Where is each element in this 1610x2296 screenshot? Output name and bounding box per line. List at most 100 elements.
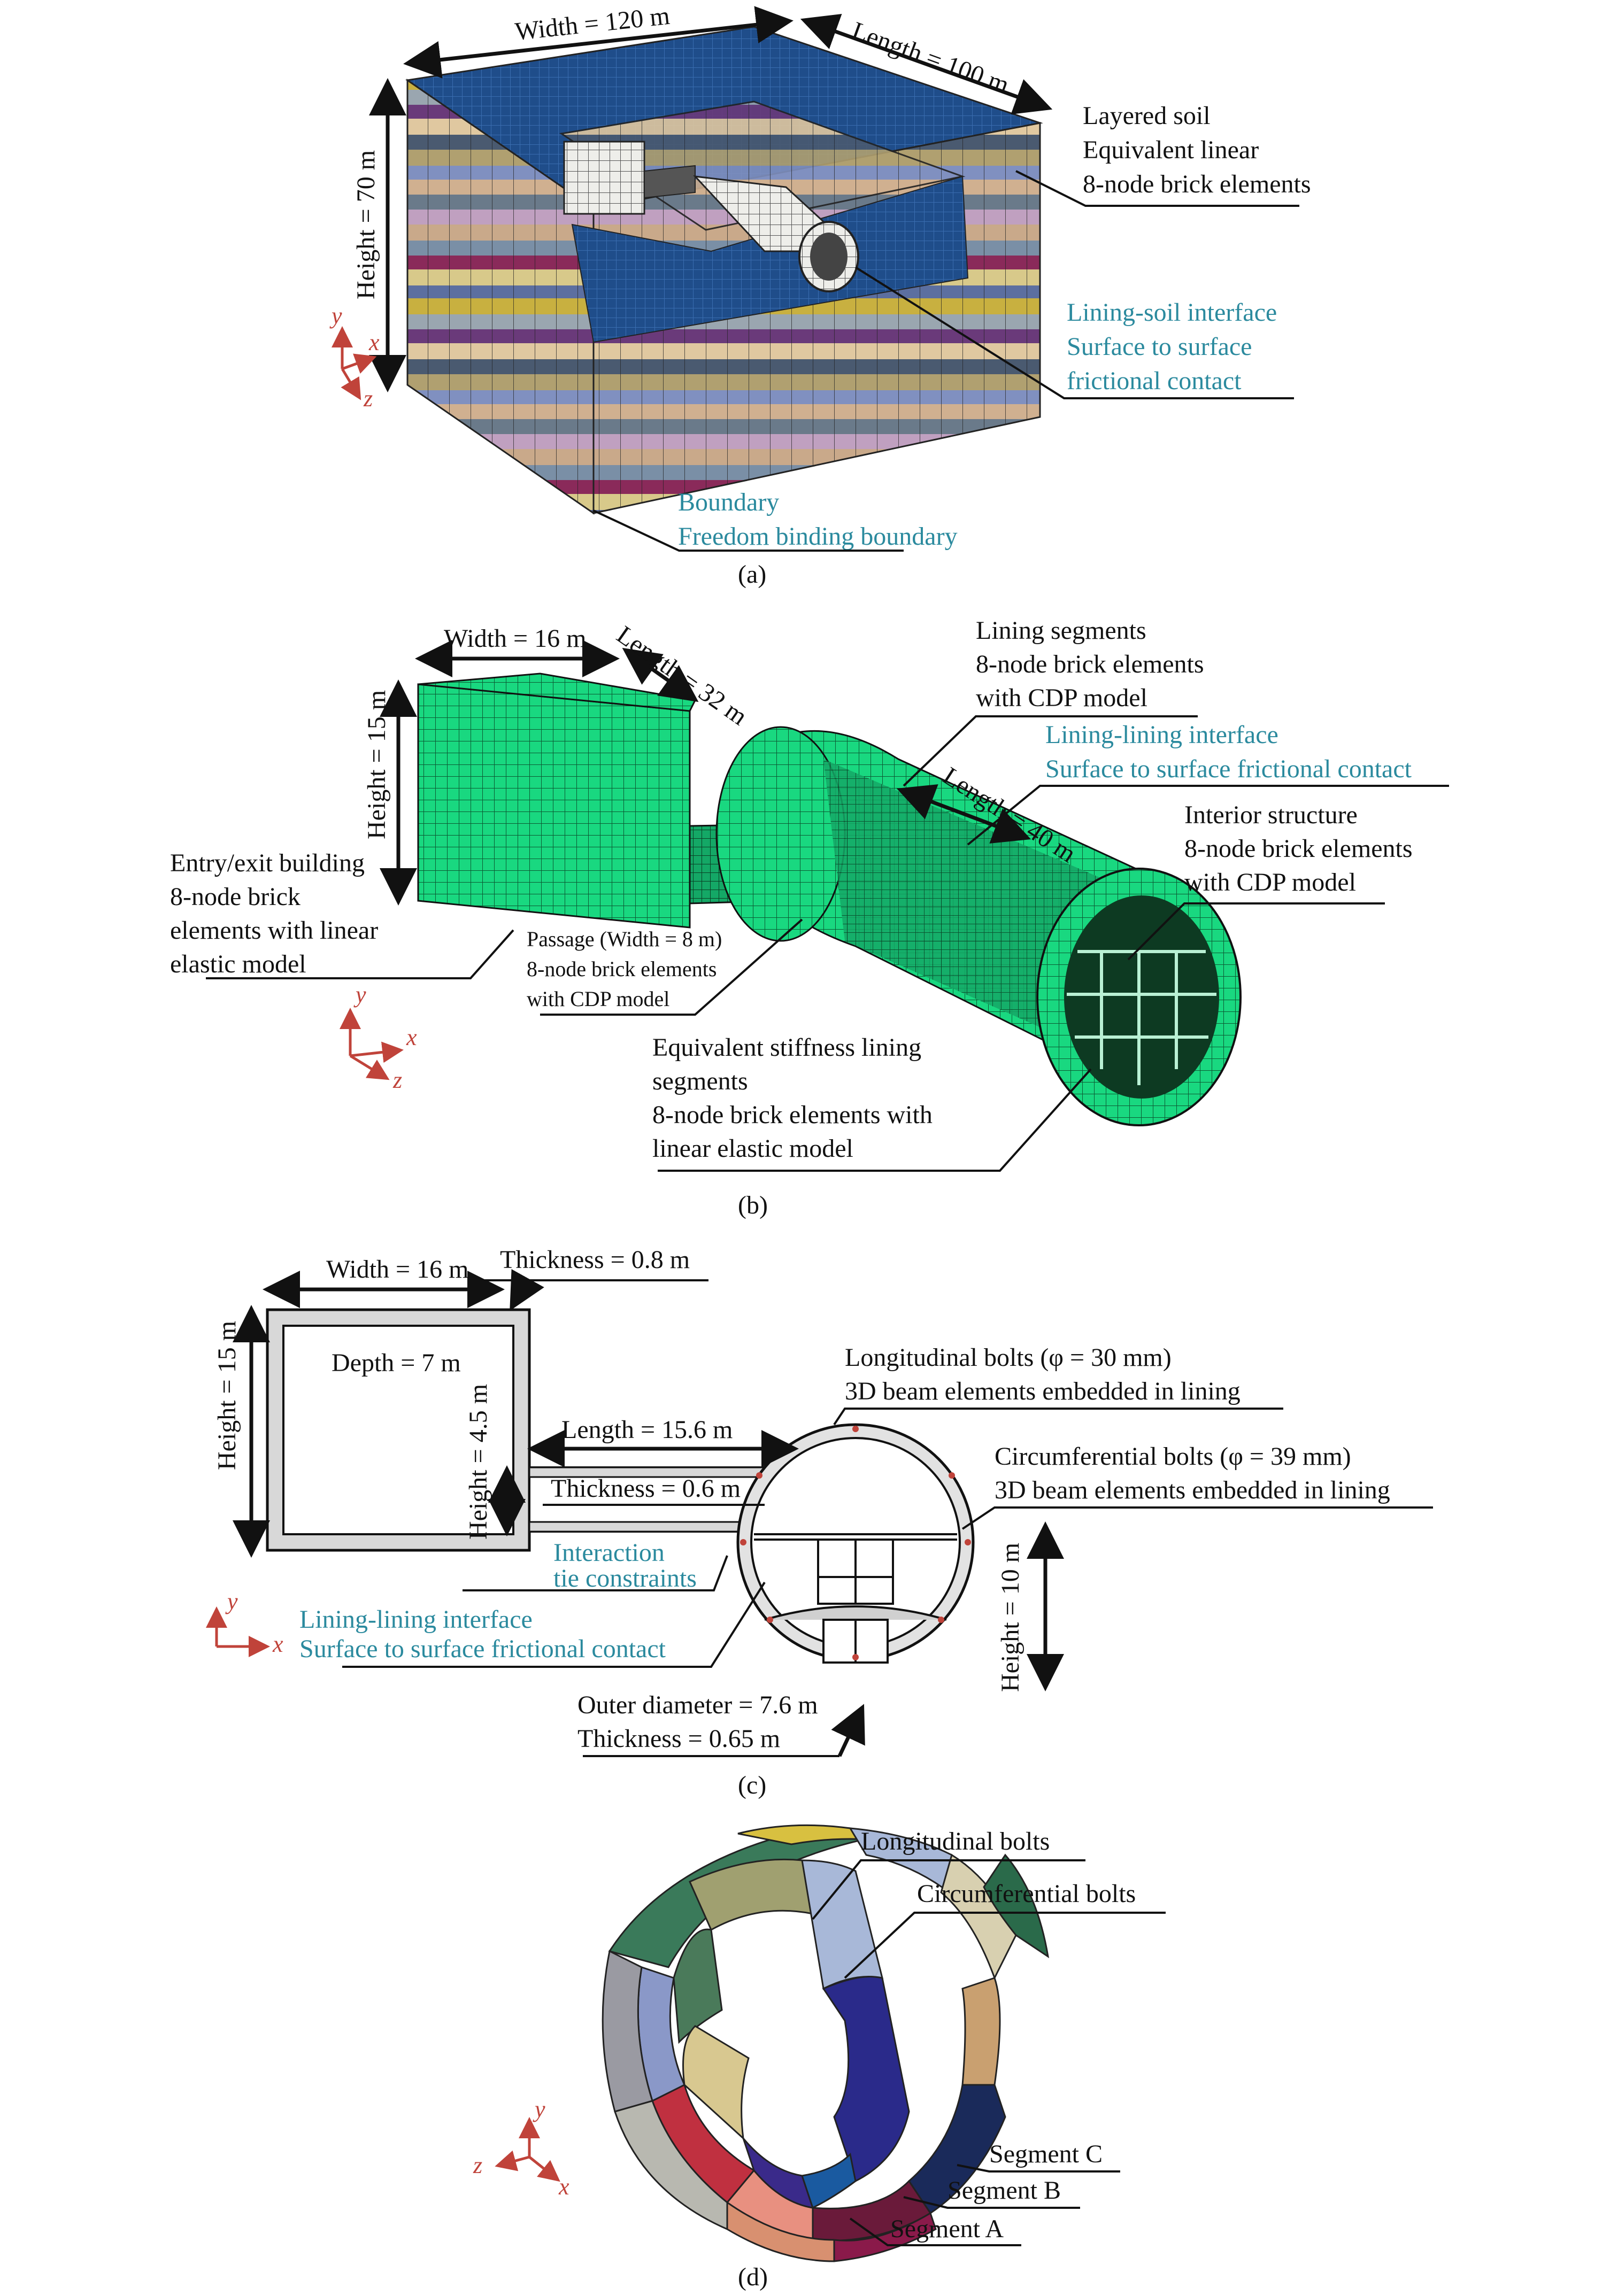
d-segment-c: Segment C: [989, 2140, 1103, 2168]
c-circ-bolts-2: 3D beam elements embedded in lining: [995, 1476, 1390, 1504]
axes-d: y z x: [473, 2096, 569, 2200]
equiv-leader: [658, 1068, 1092, 1172]
b-width-label: Width = 16 m: [444, 624, 586, 653]
d-segment-b: Segment B: [947, 2176, 1061, 2205]
c-interaction-2: tie constraints: [553, 1564, 697, 1592]
axes-a: y x z: [329, 303, 380, 412]
lining-seg-1: Lining segments: [976, 616, 1146, 645]
c-length-label: Length = 15.6 m: [561, 1416, 733, 1444]
boundary-leader: [593, 509, 904, 552]
axis-z-a: z: [363, 385, 373, 412]
lining-seg-leader: [903, 715, 1198, 787]
axis-x-a: x: [368, 329, 380, 355]
interior-2: 8-node brick elements: [1184, 834, 1413, 863]
axes-b: y x z: [340, 981, 417, 1093]
boundary-label-1: Boundary: [678, 488, 779, 516]
axis-x-d: x: [558, 2174, 569, 2200]
soil-leader: [1015, 170, 1299, 207]
passage-2: 8-node brick elements: [527, 957, 717, 981]
c-thickness-box: Thickness = 0.8 m: [500, 1246, 690, 1274]
c-height-label: Height = 15 m: [213, 1321, 241, 1470]
tunnel-body: [715, 726, 1242, 1126]
panel-b: Width = 16 m Length = 32 m Height = 15 m…: [170, 616, 1449, 1219]
axis-y-a: y: [329, 303, 342, 329]
building-front: [417, 683, 691, 929]
interface-label-1: Lining-soil interface: [1067, 298, 1277, 327]
caption-d: (d): [738, 2263, 768, 2291]
passage-leader: [540, 918, 803, 1016]
passage-section: [528, 1466, 766, 1533]
tunnel-mesh: [693, 175, 859, 292]
b-height-label: Height = 15 m: [363, 690, 391, 839]
panel-c: Width = 16 m Thickness = 0.8 m Height = …: [206, 1246, 1433, 1799]
axes-c: y x: [206, 1588, 283, 1657]
axis-y-d: y: [533, 2096, 545, 2122]
length-arrow: [800, 14, 1053, 114]
soil-label-1: Layered soil: [1083, 102, 1211, 130]
c-depth-label: Depth = 7 m: [332, 1349, 461, 1377]
building-2: 8-node brick: [170, 883, 301, 911]
d-seg-b-leader: [903, 2196, 1080, 2209]
c-long-bolts-1: Longitudinal bolts (φ = 30 mm): [845, 1343, 1172, 1372]
panel-d: Longitudinal bolts Circumferential bolts…: [473, 1824, 1166, 2291]
passage-3: with CDP model: [527, 987, 669, 1011]
width-arrow: [403, 6, 794, 79]
building-3: elements with linear: [170, 916, 378, 945]
equiv-4: linear elastic model: [652, 1134, 853, 1163]
c-thickness-tunnel: Thickness = 0.65 m: [577, 1725, 780, 1753]
lining-iface-1: Lining-lining interface: [1045, 721, 1278, 749]
b-tunnel-length-arrow: [896, 784, 1031, 844]
passage-mesh: [644, 165, 696, 199]
tunnel-interior: [754, 1533, 957, 1664]
c-long-bolts-2: 3D beam elements embedded in lining: [845, 1377, 1241, 1405]
c-iface-1: Lining-lining interface: [299, 1605, 533, 1634]
caption-c: (c): [738, 1771, 766, 1799]
building-leader: [206, 929, 514, 979]
c-interaction-1: Interaction: [553, 1539, 665, 1567]
equiv-3: 8-node brick elements with: [652, 1101, 933, 1129]
equiv-1: Equivalent stiffness lining: [652, 1033, 921, 1062]
building-mesh: [563, 141, 645, 215]
lining-seg-3: with CDP model: [976, 684, 1147, 712]
soil-block: [405, 26, 1043, 515]
axis-x-c: x: [272, 1631, 283, 1657]
interface-leader: [854, 266, 1294, 399]
c-thickness-box-pointer: [510, 1269, 544, 1311]
interface-label-3: frictional contact: [1067, 367, 1242, 395]
interior-structure: [1067, 950, 1216, 1085]
b-length-arrow: [622, 647, 699, 702]
interface-label-2: Surface to surface: [1067, 333, 1252, 361]
axis-x-b: x: [406, 1024, 417, 1050]
box-inner: [282, 1325, 514, 1535]
boundary-label-2: Freedom binding boundary: [678, 522, 958, 551]
interior-leader: [1127, 902, 1385, 961]
d-long-bolts-leader: [812, 1859, 1085, 1920]
interior-3: with CDP model: [1184, 868, 1356, 896]
lining-seg-2: 8-node brick elements: [976, 650, 1204, 678]
c-bottom-pointer: [831, 1704, 865, 1757]
d-seg-a-leader: [849, 2217, 1021, 2246]
soil-label-2: Equivalent linear: [1083, 136, 1259, 164]
c-circ-bolts-1: Circumferential bolts (φ = 39 mm): [995, 1442, 1351, 1471]
height-label: Height = 70 m: [352, 150, 380, 299]
c-width-label: Width = 16 m: [326, 1255, 468, 1284]
interior-1: Interior structure: [1184, 801, 1358, 829]
soil-cut-floor: [571, 175, 969, 343]
d-segment-a: Segment A: [890, 2215, 1004, 2243]
c-tunnel-height-label: Height = 10 m: [996, 1543, 1024, 1692]
c-circ-bolts-leader: [961, 1506, 1433, 1530]
axis-y-c: y: [225, 1588, 238, 1614]
building-4: elastic model: [170, 950, 306, 978]
c-long-bolts-leader: [833, 1408, 1283, 1426]
bolt-marks: [740, 1426, 971, 1660]
lining-iface-2: Surface to surface frictional contact: [1045, 755, 1412, 783]
c-iface-leader: [342, 1581, 766, 1668]
d-seg-c-leader: [957, 2164, 1120, 2173]
axis-y-b: y: [353, 981, 366, 1008]
caption-b: (b): [738, 1191, 768, 1219]
equiv-2: segments: [652, 1067, 748, 1095]
lining-iface-leader: [967, 785, 1449, 846]
d-circ-bolts-leader: [844, 1912, 1166, 1979]
c-interaction-leader: [463, 1555, 728, 1591]
